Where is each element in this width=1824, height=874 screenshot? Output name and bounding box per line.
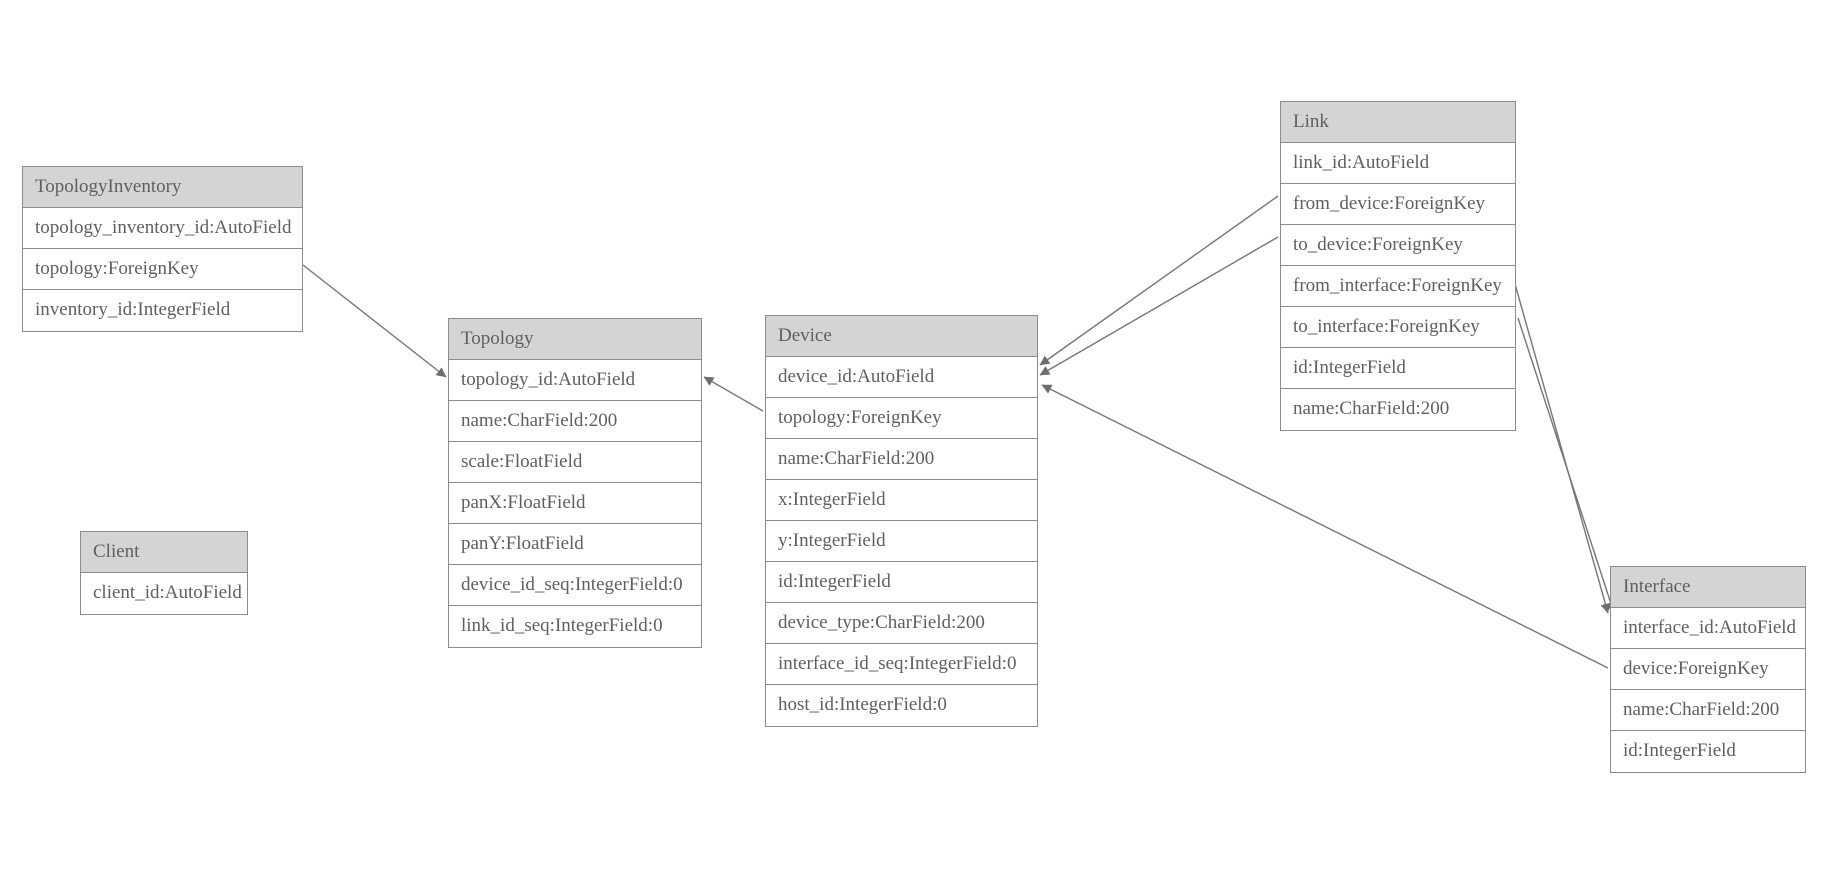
entity-field-row: name:CharField:200 xyxy=(766,439,1037,480)
entity-title-topology: Topology xyxy=(449,319,701,360)
entity-field-row: from_device:ForeignKey xyxy=(1281,184,1515,225)
entity-field-row: id:IntegerField xyxy=(1611,731,1805,772)
relationship-edge-link-to-interface-to-interface xyxy=(1517,317,1616,614)
entity-field-row: name:CharField:200 xyxy=(1281,389,1515,430)
relationship-edge-link-from-interface-to-interface xyxy=(1512,276,1611,614)
entity-field-row: device_id:AutoField xyxy=(766,357,1037,398)
entity-field-row: name:CharField:200 xyxy=(1611,690,1805,731)
entity-field-row: device:ForeignKey xyxy=(1611,649,1805,690)
relationship-edge-link-to-device-to-device xyxy=(1039,236,1279,376)
entity-field-row: name:CharField:200 xyxy=(449,401,701,442)
entity-field-row: device_type:CharField:200 xyxy=(766,603,1037,644)
entity-title-link: Link xyxy=(1281,102,1515,143)
entity-field-row: panY:FloatField xyxy=(449,524,701,565)
entity-field-list-client: client_id:AutoField xyxy=(81,573,247,614)
entity-field-row: host_id:IntegerField:0 xyxy=(766,685,1037,726)
entity-title-interface: Interface xyxy=(1611,567,1805,608)
entity-field-row: id:IntegerField xyxy=(1281,348,1515,389)
entity-field-row: topology_id:AutoField xyxy=(449,360,701,401)
relationship-edge-link-from-device-to-device xyxy=(1039,195,1279,366)
entity-field-row: id:IntegerField xyxy=(766,562,1037,603)
entity-field-row: topology_inventory_id:AutoField xyxy=(23,208,302,249)
entity-field-row: link_id_seq:IntegerField:0 xyxy=(449,606,701,647)
entity-field-row: to_device:ForeignKey xyxy=(1281,225,1515,266)
entity-field-row: device_id_seq:IntegerField:0 xyxy=(449,565,701,606)
relationship-edge-topology-inventory-to-topology xyxy=(302,264,447,378)
entity-field-row: to_interface:ForeignKey xyxy=(1281,307,1515,348)
entity-field-row: panX:FloatField xyxy=(449,483,701,524)
entity-title-client: Client xyxy=(81,532,247,573)
entity-title-topology-inventory: TopologyInventory xyxy=(23,167,302,208)
relationship-edge-device-to-topology xyxy=(703,376,764,412)
entity-field-row: inventory_id:IntegerField xyxy=(23,290,302,331)
entity-field-row: topology:ForeignKey xyxy=(766,398,1037,439)
entity-field-row: y:IntegerField xyxy=(766,521,1037,562)
entity-field-row: scale:FloatField xyxy=(449,442,701,483)
entity-field-row: client_id:AutoField xyxy=(81,573,247,614)
entity-field-row: x:IntegerField xyxy=(766,480,1037,521)
entity-field-row: interface_id_seq:IntegerField:0 xyxy=(766,644,1037,685)
entity-field-row: interface_id:AutoField xyxy=(1611,608,1805,649)
entity-field-row: from_interface:ForeignKey xyxy=(1281,266,1515,307)
entity-title-device: Device xyxy=(766,316,1037,357)
entity-field-row: topology:ForeignKey xyxy=(23,249,302,290)
entity-field-row: link_id:AutoField xyxy=(1281,143,1515,184)
